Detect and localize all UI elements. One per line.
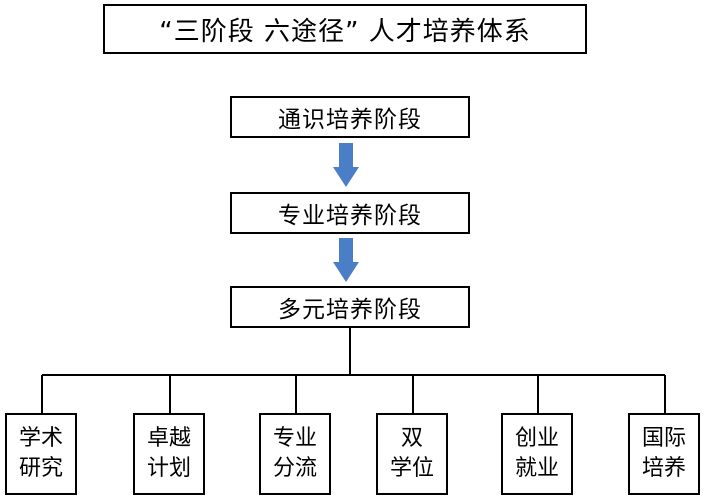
path-label-line2: 计划 bbox=[146, 456, 191, 481]
path-label-line1: 学术 bbox=[18, 426, 63, 451]
stage-major-education: 专业培养阶段 bbox=[230, 192, 470, 234]
path-label-line2: 分流 bbox=[272, 456, 317, 481]
path-label-line2: 学位 bbox=[389, 456, 434, 481]
path-label-line1: 国际 bbox=[641, 426, 686, 451]
diagram-title: “三阶段 六途径” 人才培养体系 bbox=[103, 4, 587, 54]
path-label-line1: 卓越 bbox=[146, 426, 191, 451]
stage-diversified-education: 多元培养阶段 bbox=[230, 286, 470, 328]
path-entrepreneurship-employment: 创业 就业 bbox=[501, 413, 573, 495]
path-label-line2: 研究 bbox=[18, 456, 63, 481]
path-label-line1: 创业 bbox=[514, 426, 559, 451]
path-double-degree: 双 学位 bbox=[376, 413, 448, 495]
path-label-line1: 双 bbox=[400, 426, 423, 451]
path-label-line2: 培养 bbox=[641, 456, 686, 481]
down-arrow-icon bbox=[333, 143, 359, 187]
path-major-streaming: 专业 分流 bbox=[259, 413, 331, 495]
path-international-training: 国际 培养 bbox=[628, 413, 700, 495]
path-label-line1: 专业 bbox=[272, 426, 317, 451]
path-academic-research: 学术 研究 bbox=[5, 413, 77, 495]
path-label-line2: 就业 bbox=[514, 456, 559, 481]
down-arrow-icon bbox=[333, 238, 359, 282]
path-excellence-plan: 卓越 计划 bbox=[133, 413, 205, 495]
stage-general-education: 通识培养阶段 bbox=[230, 96, 470, 138]
